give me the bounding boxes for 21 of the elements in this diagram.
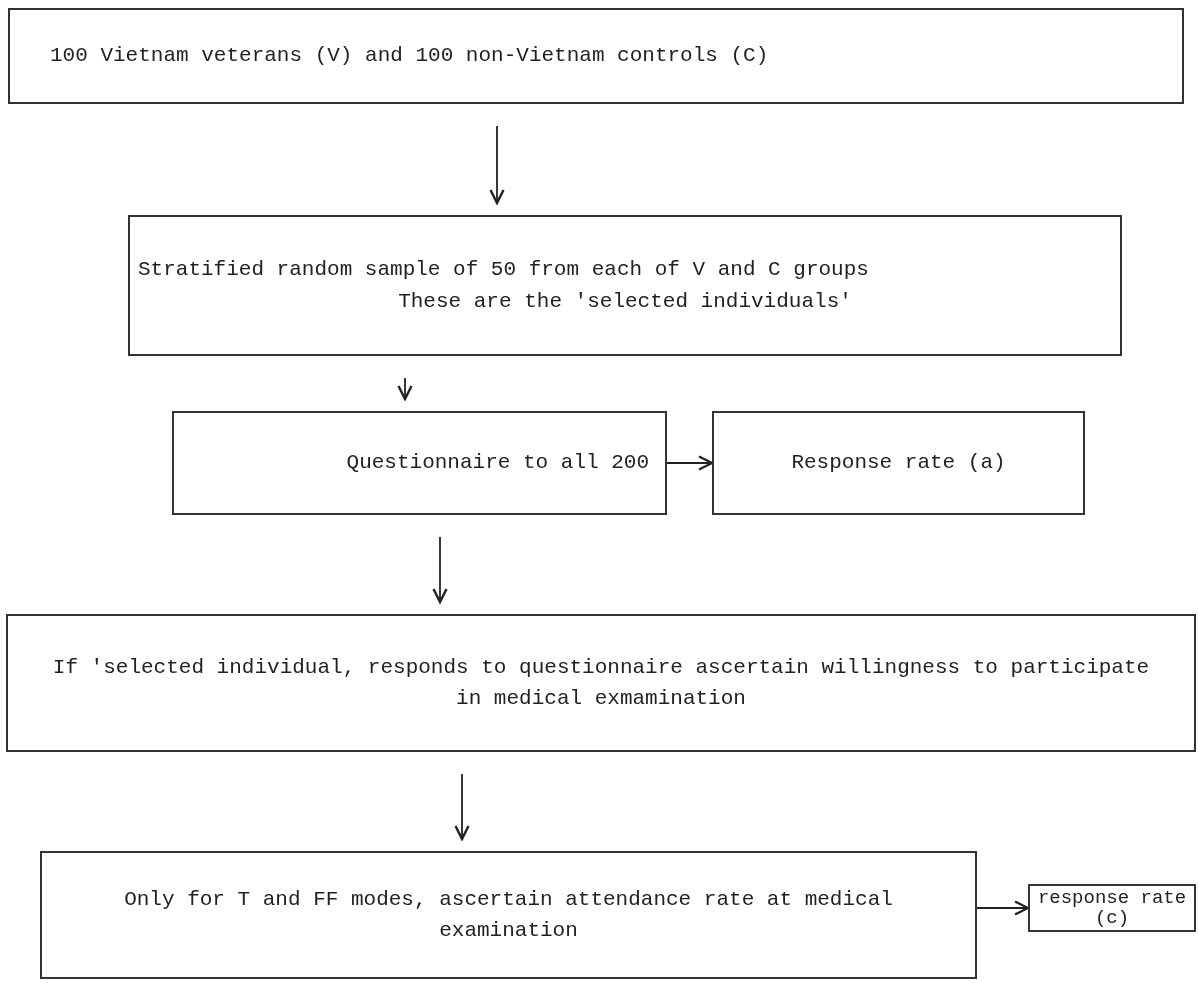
arrow	[432, 536, 448, 604]
box-text: response rate (c)	[1036, 888, 1188, 928]
process-box	[6, 614, 1196, 752]
box-text: These are the 'selected individuals'	[397, 288, 853, 315]
process-box	[128, 215, 1122, 356]
arrow	[976, 900, 1030, 916]
box-text: Stratified random sample of 50 from each of V and C groups	[138, 257, 870, 283]
arrow	[454, 773, 470, 841]
box-text: If 'selected individual, responds to questionnaire ascertain willingness to participate in medical exmamination	[51, 654, 1151, 712]
box-text: Only for T and FF modes, ascertain attendance rate at medical examination	[123, 886, 894, 944]
process-box	[1028, 884, 1196, 932]
process-box	[8, 8, 1184, 104]
box-text: Response rate (a)	[790, 450, 1007, 477]
process-box	[172, 411, 667, 515]
box-text: 100 Vietnam veterans (V) and 100 non-Vietnam controls (C)	[50, 43, 770, 70]
arrow	[666, 455, 714, 471]
box-text: Questionnaire to all 200	[345, 450, 649, 477]
process-box	[40, 851, 977, 979]
process-box	[712, 411, 1085, 515]
arrow	[397, 377, 413, 401]
arrow	[489, 125, 505, 205]
